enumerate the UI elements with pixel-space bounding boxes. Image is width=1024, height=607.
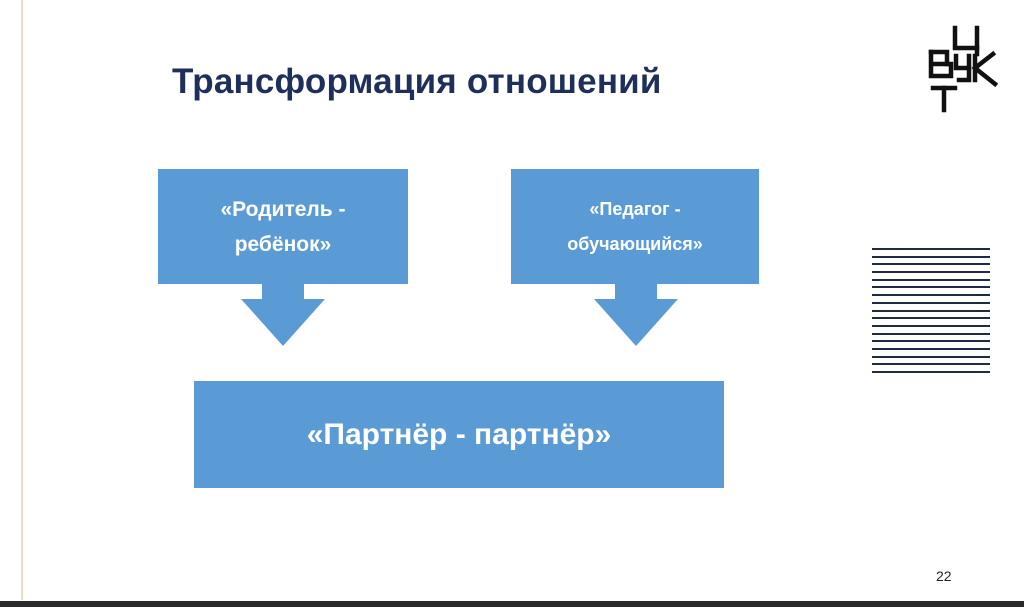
box-line: «Партнёр - партнёр» xyxy=(306,417,612,451)
left-accent-rule xyxy=(21,0,23,600)
box-line: ребёнок» xyxy=(234,232,332,256)
parent-child-box: «Родитель - ребёнок» xyxy=(158,169,408,284)
box-line: «Родитель - xyxy=(220,197,346,221)
down-arrow-stem xyxy=(615,284,657,300)
teacher-student-box: «Педагог - обучающийся» xyxy=(511,169,759,284)
box-line: обучающийся» xyxy=(567,233,703,254)
slide-title: Трансформация отношений xyxy=(172,62,662,101)
down-arrow-icon xyxy=(241,299,325,346)
box-line: «Педагог - xyxy=(589,198,681,219)
page-number: 22 xyxy=(936,568,952,584)
down-arrow-stem xyxy=(262,284,304,300)
bottom-bar xyxy=(0,601,1024,607)
monogram-logo-icon xyxy=(928,25,999,113)
partner-partner-box: «Партнёр - партнёр» xyxy=(194,381,724,488)
horizontal-lines-icon xyxy=(872,248,990,378)
down-arrow-icon xyxy=(594,299,678,346)
